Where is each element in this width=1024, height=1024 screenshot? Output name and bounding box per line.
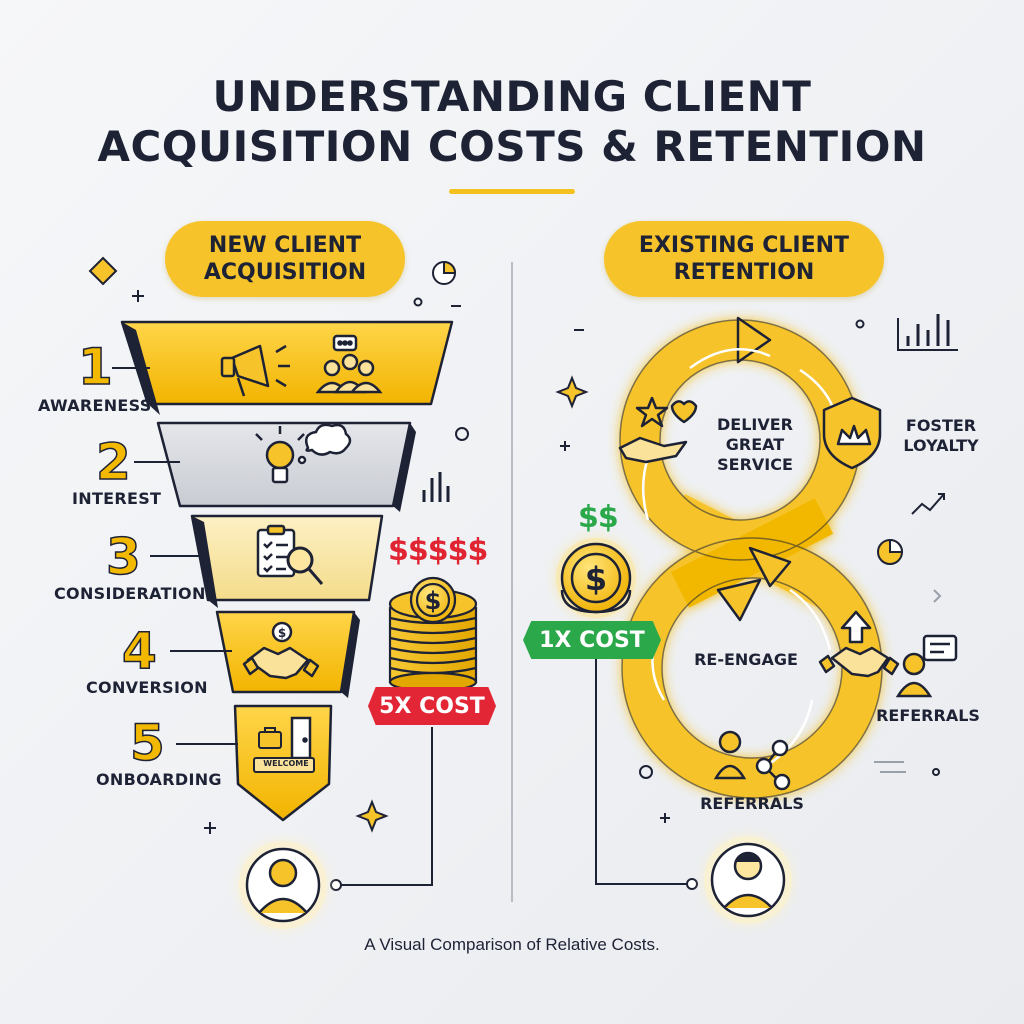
retention-heading: EXISTING CLIENT RETENTION (604, 221, 884, 297)
dot-icon (932, 768, 940, 776)
referral-share-icon (713, 730, 791, 791)
decorations (88, 256, 958, 834)
bar-chart-icon (897, 314, 958, 351)
thought-bubble-icon (297, 423, 352, 465)
plus-icon (560, 441, 570, 451)
door-icon (290, 716, 312, 760)
loop-label-deliver: DELIVER GREAT SERVICE (700, 415, 810, 475)
loop-label-foster-line-2: LOYALTY (903, 436, 979, 455)
handshake-icon (818, 646, 900, 678)
funnel-band-awareness (120, 320, 454, 406)
page-title: UNDERSTANDING CLIENT ACQUISITION COSTS &… (0, 72, 1024, 172)
acquisition-cost-badge: 5X COST (368, 687, 496, 725)
loop-label-foster: FOSTER LOYALTY (886, 416, 996, 456)
loop-label-reengage: RE-ENGAGE (694, 650, 798, 669)
trend-icon (911, 493, 945, 515)
center-divider (511, 262, 513, 902)
retention-cost-label: 1X COST (539, 627, 645, 653)
stage-number-1: 1 (77, 338, 113, 396)
svg-text:$: $ (425, 587, 442, 615)
plus-icon (132, 290, 144, 302)
retention-cost-badge: 1X COST (523, 621, 661, 659)
handshake-icon (242, 646, 320, 680)
loop-arrows (716, 316, 792, 622)
up-arrow-icon (840, 610, 872, 644)
plus-icon (204, 822, 216, 834)
coin-icon: $ (271, 621, 293, 643)
retention-connector (595, 659, 692, 885)
welcome-mat (253, 757, 315, 773)
stage-connectors (112, 367, 238, 745)
retention-money: $$ (578, 500, 619, 535)
ring-icon (455, 427, 469, 441)
stage-label-interest: INTEREST (72, 489, 162, 508)
coin-stack-icon: $ (388, 576, 478, 693)
svg-text:$: $ (278, 626, 286, 640)
heart-hand-icon (618, 396, 698, 464)
crown-shield-icon (822, 396, 882, 470)
dot-icon (413, 297, 423, 307)
acquisition-money: $$$$$ (388, 533, 488, 568)
lightbulb-icon (255, 426, 305, 484)
diamond-icon (88, 256, 118, 286)
acquisition-connector (336, 727, 433, 886)
loop-label-deliver-line-1: DELIVER (717, 415, 793, 434)
briefcase-icon (258, 727, 282, 749)
title-underline (449, 189, 575, 194)
megaphone-icon (220, 344, 290, 397)
bar-chart-icon (422, 472, 450, 502)
magnifier-icon (286, 546, 324, 585)
stage-number-4: 4 (121, 622, 157, 680)
speed-lines-icon (874, 761, 906, 773)
stage-label-onboarding: ONBOARDING (96, 770, 222, 789)
sparkle-icon (355, 799, 389, 833)
ring-icon (639, 765, 653, 779)
title-line-1: UNDERSTANDING CLIENT (212, 72, 812, 121)
loop-label-deliver-line-2: GREAT (725, 435, 785, 454)
dot-icon (855, 319, 865, 329)
title-line-2: ACQUISITION COSTS & RETENTION (97, 122, 927, 171)
single-coin-icon: $ (556, 538, 636, 618)
acquisition-heading-line-1: NEW CLIENT (208, 233, 362, 258)
stage-label-awareness: AWARENESS (38, 396, 152, 415)
loop-label-foster-line-1: FOSTER (905, 416, 977, 435)
pie-icon (877, 538, 904, 565)
plus-icon (660, 813, 670, 823)
stage-label-conversion: CONVERSION (86, 678, 208, 697)
acquisition-heading: NEW CLIENT ACQUISITION (165, 221, 405, 297)
audience-icon (315, 334, 383, 394)
sparkle-icon (555, 375, 589, 409)
welcome-sign: WELCOME (263, 759, 309, 768)
stage-number-3: 3 (105, 528, 141, 586)
stage-label-consideration: CONSIDERATION (54, 584, 206, 603)
checklist-icon (256, 524, 296, 578)
loop-label-referrals-bottom: REFERRALS (700, 794, 804, 813)
loop-label-deliver-line-3: SERVICE (717, 455, 793, 474)
stage-number-5: 5 (129, 714, 165, 772)
loop-label-referrals-right: REFERRALS (876, 706, 980, 725)
new-client-avatar (239, 841, 327, 929)
acquisition-heading-line-2: ACQUISITION (203, 260, 367, 285)
stage-number-2: 2 (95, 433, 131, 491)
svg-text:$: $ (585, 560, 607, 598)
retention-heading-line-1: EXISTING CLIENT (638, 233, 850, 258)
acquisition-cost-label: 5X COST (379, 693, 485, 719)
pie-icon (432, 260, 457, 285)
retention-heading-line-2: RETENTION (673, 260, 815, 285)
chevron-right-icon (933, 589, 942, 603)
caption: A Visual Comparison of Relative Costs. (364, 935, 660, 954)
existing-client-avatar (704, 836, 792, 924)
speaker-person-icon (895, 634, 958, 698)
